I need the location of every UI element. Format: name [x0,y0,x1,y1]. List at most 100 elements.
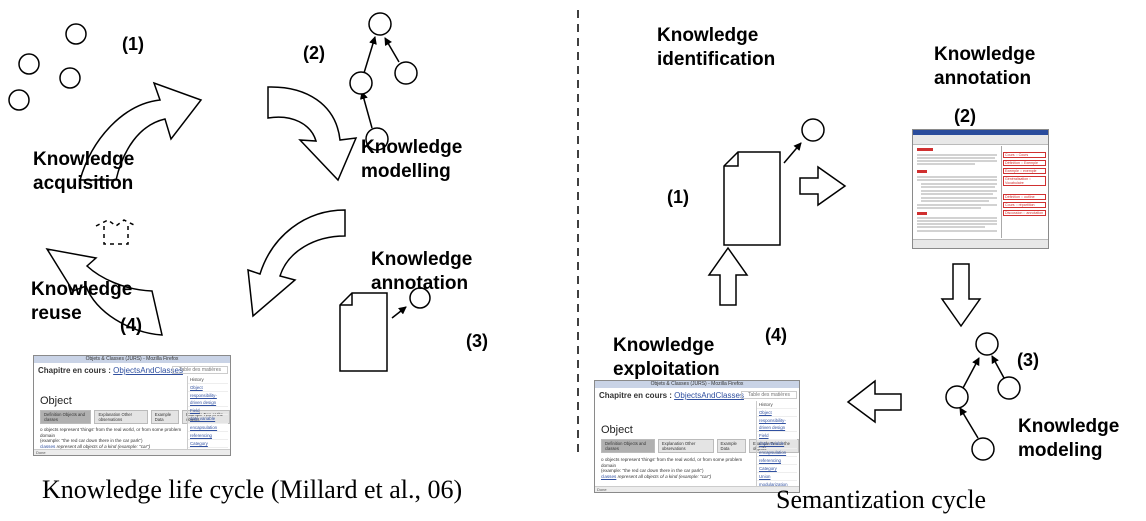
step-number-reuse: (4) [120,315,142,335]
tab-example-data[interactable]: Example Data [150,410,180,424]
label-line: Knowledge [1018,416,1120,437]
label-line: modelling [361,161,451,182]
side-item[interactable]: data variable [757,440,797,449]
knowledge-node [8,89,30,111]
label-line: Knowledge [657,25,759,46]
label-line: Knowledge [613,335,715,356]
label-exploitation: Knowledge exploitation [613,334,720,382]
label-annotation: Knowledge annotation [371,248,472,296]
annotation-label[interactable]: Définition :: Exemple [1003,160,1046,166]
window-body-text: o objects represent 'things' from the re… [40,427,190,449]
knowledge-node [65,23,87,45]
step-number-annotation-right: (2) [954,106,976,126]
label-line: Knowledge [934,44,1036,65]
toc-button[interactable]: Table des matières [172,366,228,374]
toc-button[interactable]: Table des matières [741,391,797,399]
annotation-label[interactable]: Exemple :: exemple [1003,168,1046,174]
block-arrow-right-icon [799,165,847,207]
annotation-label[interactable]: Généralisation :: Vocabulaire [1003,176,1046,186]
concept-tree-icon [945,332,1021,461]
side-item[interactable]: referencing [188,432,228,440]
dashed-figure-icon [95,219,137,245]
reuse-window-thumbnail: Objets & Classes (JURS) - Mozilla Firefo… [33,355,231,456]
body-line: (example: "the red car down there in the… [601,468,704,474]
side-item[interactable]: referencing [757,457,797,465]
side-item[interactable]: Category [757,465,797,473]
label-line: Knowledge [31,279,133,300]
editor-status-bar [913,239,1048,248]
label-identification: Knowledge identification [657,24,775,72]
editor-toolbar [913,135,1048,145]
side-item[interactable]: Category [188,440,228,448]
window-title-bar: Objets & Classes (JURS) - Mozilla Firefo… [595,381,799,388]
body-line-rest: represent all objects of a kind (example… [617,473,712,479]
annotation-editor-thumbnail: Cours :: Cours Définition :: Exemple Exe… [912,129,1049,249]
label-line: exploitation [613,359,720,380]
side-item[interactable]: Union [757,473,797,481]
annotation-label[interactable]: Cours :: Cours [1003,152,1046,158]
concept-tree-icon [349,12,418,151]
side-item[interactable]: Object [757,409,797,418]
window-tabs: Definition Objects and classes Explanati… [40,410,230,424]
label-line: Knowledge [33,149,135,170]
header-link[interactable]: ObjectsAndClasses [674,391,744,400]
side-item[interactable]: responsibility-driven design [757,417,797,433]
label-line: identification [657,49,776,70]
step-number-acquisition: (1) [122,34,144,54]
label-annotation-right: Knowledge annotation [934,43,1035,91]
header-link[interactable]: ObjectsAndClasses [113,366,183,375]
step-number-modelling: (2) [303,43,325,63]
side-item[interactable]: encapsulation [188,424,228,432]
window-status-bar: Done [595,486,799,492]
label-acquisition: Knowledge acquisition [33,148,134,196]
classes-link[interactable]: classes [601,473,617,479]
step-number-identification: (1) [667,187,689,207]
classes-link[interactable]: classes [40,443,56,449]
window-tabs: Definition Objects and classes Explanati… [601,439,799,453]
label-line: Knowledge [371,249,473,270]
label-reuse: Knowledge reuse [31,278,132,326]
header-prefix: Chapitre en cours : [38,366,111,375]
annotation-label[interactable]: Cours :: répartition [1003,202,1046,208]
body-line-rest: represent all objects of a kind (example… [56,443,151,449]
tab-example-data[interactable]: Example Data [716,439,747,453]
body-line: o objects represent 'things' from the re… [40,427,182,438]
editor-document-pane [915,146,1002,238]
side-item[interactable]: Object [188,384,228,393]
annotation-label[interactable]: Discussion :: annotation [1003,210,1046,216]
window-status-bar: Done [34,449,230,455]
side-item[interactable]: responsibility-driven design [188,392,228,408]
label-line: modeling [1018,440,1103,461]
body-line: o objects represent 'things' from the re… [601,457,743,468]
tab-definition[interactable]: Definition Objects and classes [40,410,92,424]
window-side-list: History Object responsibility-driven des… [187,376,228,455]
curved-arrow-icon [247,209,346,318]
tab-definition[interactable]: Definition Objects and classes [601,439,655,453]
block-arrow-up-icon [707,246,749,306]
caption-left: Knowledge life cycle (Millard et al., 06… [42,475,463,504]
tab-explanation[interactable]: Explanation Other observations [657,439,714,453]
block-arrow-down-icon [940,263,982,328]
side-item[interactable]: Field [188,407,228,416]
step-number-modeling: (3) [1017,350,1039,370]
annotated-document-icon [339,287,431,372]
step-number-exploitation: (4) [765,325,787,345]
knowledge-node [18,53,40,75]
knowledge-node [59,67,81,89]
tab-explanation[interactable]: Explanation Other observations [94,410,148,424]
label-line: annotation [934,68,1032,89]
window-header: Chapitre en cours : ObjectsAndClasses [38,366,183,375]
label-line: Knowledge [361,137,463,158]
editor-text-lines [917,148,997,232]
step-number-annotation: (3) [466,331,488,351]
annotation-label[interactable]: Définition :: outline [1003,194,1046,200]
header-prefix: Chapitre en cours : [599,391,672,400]
side-item[interactable]: Field [757,432,797,441]
label-line: annotation [371,273,469,294]
window-side-list: History Object responsibility-driven des… [756,401,797,492]
side-item[interactable]: data variable [188,415,228,424]
side-item[interactable]: encapsulation [757,449,797,457]
curved-arrow-icon [267,86,358,182]
caption-right: Semantization cycle [776,485,987,514]
